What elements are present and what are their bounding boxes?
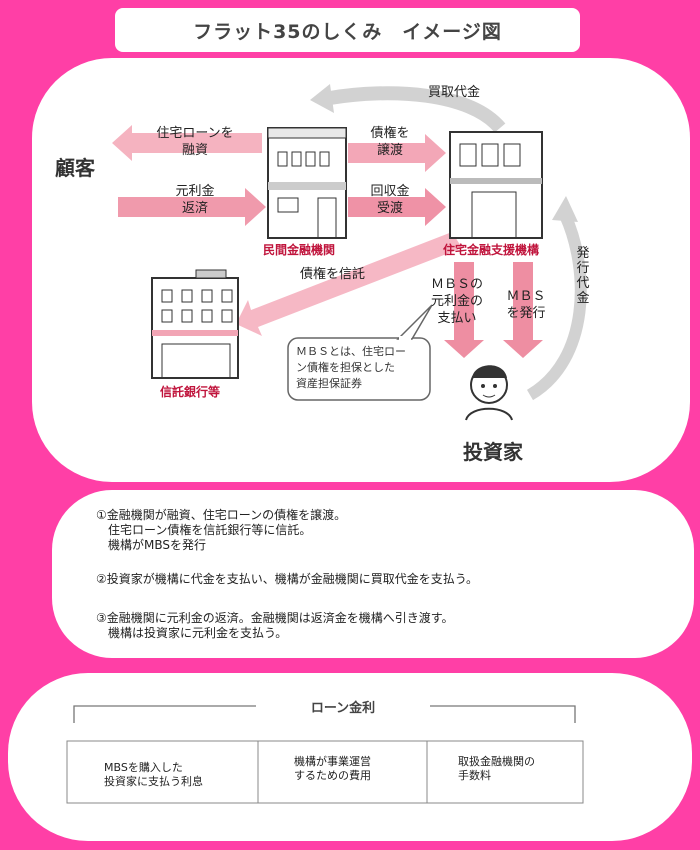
mbs-issue-arrow	[503, 262, 543, 358]
loan-rate-component-investor-interest: MBSを購入した 投資家に支払う利息	[104, 761, 203, 788]
trust-arrow	[236, 232, 462, 336]
loan-rate-component-bank-fee: 取扱金融機関の 手数料	[458, 755, 535, 782]
explanation-panel	[52, 490, 694, 658]
trust-label: 債権を信託	[300, 267, 366, 282]
mbs-payment-arrow	[444, 262, 484, 358]
mbs-note-bubble	[287, 304, 433, 401]
purchase-price-arrow	[328, 86, 506, 133]
explanation-item-1: ①金融機関が融資、住宅ローンの債権を譲渡。 住宅ローン債権を信託銀行等に信託。 …	[96, 508, 347, 552]
collect-arrow	[348, 188, 446, 226]
page-title: フラット35のしくみ イメージ図	[115, 8, 580, 52]
investor-person-icon	[465, 365, 513, 421]
trust-bank-building-icon	[151, 269, 239, 379]
bank-label: 民間金融機関	[263, 243, 336, 257]
agency-label: 住宅金融支援機構	[443, 243, 540, 257]
trust-bank-label: 信託銀行等	[160, 385, 221, 399]
transfer-label: 債権を譲渡	[370, 126, 410, 158]
issue-price-arrow	[526, 212, 587, 401]
repay-arrow	[118, 188, 266, 226]
bank-building-icon	[267, 127, 347, 239]
loan-label: 住宅ローンを融資	[156, 126, 234, 158]
collect-label: 回収金受渡	[370, 184, 410, 216]
explanation-item-3: ③金融機関に元利金の返済。金融機関は返済金を機構へ引き渡す。 機構は投資家に元利…	[96, 611, 454, 640]
loan-arrow	[112, 125, 262, 161]
mbs-payment-label: ＭＢＳの元利金の支払い	[430, 277, 483, 326]
repay-label: 元利金返済	[175, 184, 215, 216]
purchase-price-label: 買取代金	[428, 85, 481, 100]
investor-label: 投資家	[463, 440, 523, 464]
agency-building-icon	[449, 131, 543, 239]
explanation-item-2: ②投資家が機構に代金を支払い、機構が金融機関に買取代金を支払う。	[96, 572, 479, 586]
loan-rate-heading: ローン金利	[310, 701, 376, 716]
customer-label: 顧客	[55, 156, 95, 180]
issue-price-label: 発行代金	[576, 246, 590, 306]
mbs-note-text: ＭＢＳとは、住宅ローン債権を担保とした資産担保証券	[296, 345, 406, 390]
loan-rate-component-agency-cost: 機構が事業運営 するための費用	[294, 755, 371, 782]
transfer-arrow	[348, 134, 446, 172]
